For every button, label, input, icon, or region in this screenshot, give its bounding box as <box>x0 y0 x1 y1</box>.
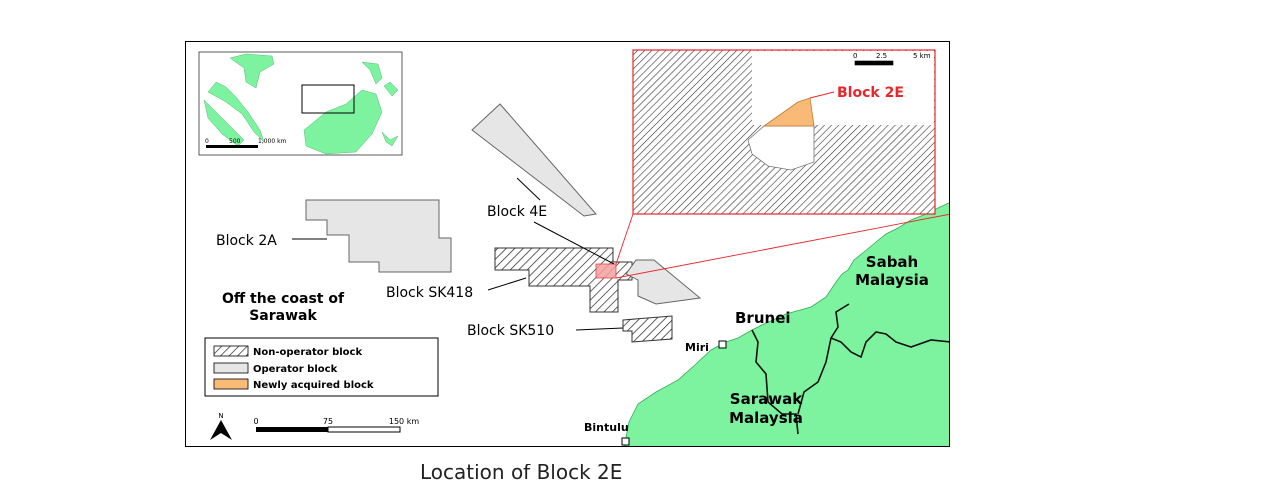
overview-scale-bar <box>206 145 258 148</box>
overview-scale-tick-0: 0 <box>205 138 209 145</box>
map-frame: Block 2A Block 4E Block SK418 Block SK51… <box>185 41 950 447</box>
main-scale-tick-0: 0 <box>253 417 258 426</box>
leader-4e-2 <box>533 221 615 265</box>
detail-scale-bar <box>854 60 894 66</box>
overview-land-borneo <box>303 89 383 155</box>
overview-inset <box>198 51 403 156</box>
label-sabah-line1: Sabah <box>866 253 918 271</box>
block-sk510-shape <box>622 315 673 343</box>
detail-scale-tick-1: 2.5 <box>876 52 887 60</box>
label-bintulu: Bintulu <box>584 421 629 434</box>
borneo-land <box>623 202 949 446</box>
detail-scale-tick-0: 0 <box>853 52 857 60</box>
label-block-4e: Block 4E <box>487 204 547 220</box>
overview-land-philippines <box>361 61 399 97</box>
inset-connector-top <box>615 213 634 265</box>
north-arrow-icon <box>210 420 232 440</box>
label-offshore-line1: Off the coast of <box>222 291 345 307</box>
block-2e-leader <box>809 91 835 99</box>
overview-locator-box <box>301 84 355 114</box>
overview-land-indochina <box>229 53 275 89</box>
block-2a-shape <box>305 199 452 273</box>
leader-4e <box>516 177 541 201</box>
brunei-border <box>751 303 850 435</box>
legend-label-non-operator: Non-operator block <box>253 347 362 358</box>
miri-marker <box>718 340 727 349</box>
legend-swatch-non-operator <box>213 345 249 357</box>
label-block-2e: Block 2E <box>837 85 904 101</box>
label-block-sk418: Block SK418 <box>386 285 473 301</box>
legend-label-operator: Operator block <box>253 364 338 375</box>
legend <box>204 337 439 397</box>
label-brunei: Brunei <box>735 309 791 327</box>
legend-swatch-operator <box>213 362 249 374</box>
north-label: N <box>218 412 223 420</box>
legend-swatch-new <box>213 378 249 390</box>
sabah-border <box>830 331 949 359</box>
label-block-2a: Block 2A <box>216 233 277 249</box>
caption-partial: Location of Block 2E <box>420 464 720 480</box>
label-block-sk510: Block SK510 <box>467 323 554 339</box>
detail-scale-tick-2: 5 km <box>913 52 931 60</box>
inset-connector-bottom <box>615 213 949 279</box>
bintulu-marker <box>621 437 630 446</box>
leader-sk510 <box>575 327 624 331</box>
label-offshore-line2: Sarawak <box>249 308 317 324</box>
legend-label-new: Newly acquired block <box>253 380 374 391</box>
block-4e-shape <box>471 103 597 217</box>
main-scale-tick-1: 75 <box>323 417 333 426</box>
detail-operator-shape <box>747 125 815 171</box>
caption-text: Location of Block 2E <box>420 464 623 480</box>
overview-scale-tick-1: 500 <box>229 138 241 145</box>
leader-sk418 <box>487 277 527 291</box>
overview-land-sulawesi <box>381 131 399 147</box>
overview-land-malay <box>207 81 265 143</box>
detail-inset <box>632 49 936 215</box>
label-sarawak-line2: Malaysia <box>729 409 803 427</box>
block-sk418-shape <box>494 247 633 313</box>
label-sarawak-line1: Sarawak <box>730 390 803 408</box>
overview-land-sumatra <box>203 99 245 147</box>
map-canvas: Block 2A Block 4E Block SK418 Block SK51… <box>198 49 949 446</box>
operator-block-east <box>625 259 702 305</box>
block-2e-locator <box>595 263 617 279</box>
main-scale-tick-2: 150 km <box>389 417 419 426</box>
overview-scale-tick-2: 1,000 km <box>258 138 287 145</box>
label-miri: Miri <box>685 341 709 354</box>
label-sabah-line2: Malaysia <box>855 271 929 289</box>
main-scale-bar <box>256 426 401 433</box>
